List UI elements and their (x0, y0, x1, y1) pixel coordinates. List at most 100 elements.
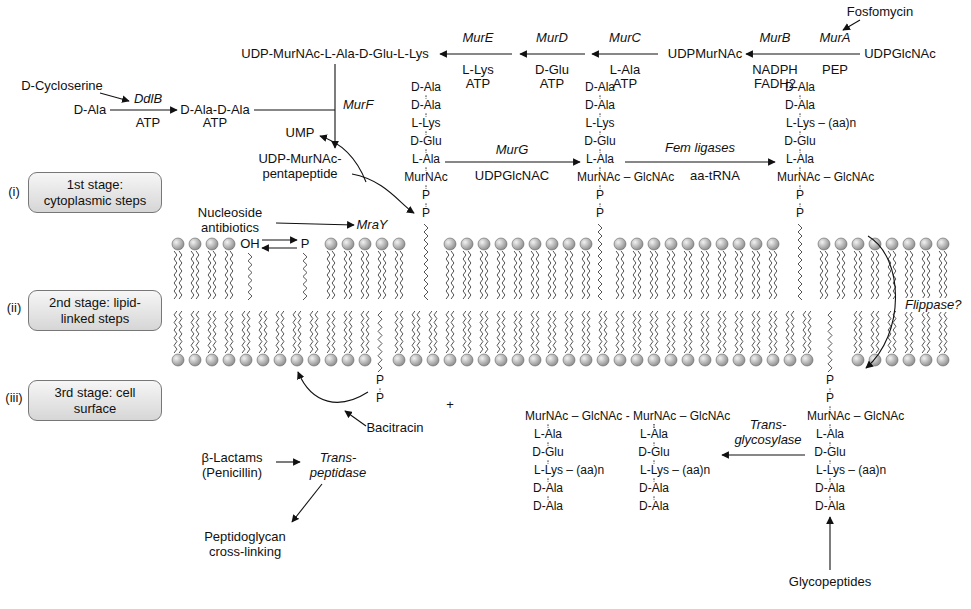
lipid-tail (332, 311, 335, 353)
lipid-tail (570, 311, 573, 353)
lipid-head (274, 354, 286, 366)
residue-label: P (596, 189, 604, 203)
lipid-tail (672, 251, 675, 299)
molecule-label: Peptidoglycan cross-linking (193, 530, 298, 560)
lipid-head (886, 238, 898, 250)
lipid-tail (179, 311, 182, 353)
molecule-label: ATP (540, 77, 564, 92)
residue-label: D-Glu (584, 135, 615, 149)
residue-label: D-Glu (638, 446, 669, 460)
lipid-tail (740, 311, 743, 353)
lipid-head (682, 354, 694, 366)
lipid-head (393, 238, 405, 250)
residue-label: D-Ala (585, 99, 615, 113)
lipid-tail (548, 311, 551, 353)
lipid-head (223, 238, 235, 250)
lipid-tail (378, 311, 382, 372)
molecule-label: PEP (822, 63, 848, 78)
residue-label: L-Lys – (aa)n (816, 464, 886, 478)
lipid-tail (706, 311, 709, 353)
lipid-tail (638, 251, 641, 299)
lipid-tail (905, 251, 908, 299)
lipid-tail (922, 311, 925, 353)
lipid-bilayer (172, 224, 949, 372)
lipid-tail (366, 311, 369, 353)
lipid-tail (854, 251, 857, 299)
residue-label: MurNAc (404, 171, 447, 185)
lipid-head (512, 354, 524, 366)
residue-label: D-Ala (815, 500, 845, 514)
lipid-tail (349, 251, 352, 299)
molecule-label: D-Glu (535, 63, 569, 78)
lipid-tail (621, 311, 624, 353)
lipid-tail (276, 311, 279, 353)
lipid-tail (485, 251, 488, 299)
lipid-head (699, 238, 711, 250)
lipid-tail (565, 311, 568, 353)
lipid-tail (502, 311, 505, 353)
lipid-tail (798, 224, 802, 300)
stage-box: 1st stage: cytoplasmic steps (28, 172, 162, 213)
lipid-tail (497, 311, 500, 353)
lipid-tail (791, 311, 794, 353)
antibiotic-label: Nucleoside antibiotics (188, 206, 273, 236)
lipid-tail (684, 251, 687, 299)
lipid-head (359, 354, 371, 366)
lipid-head (818, 238, 830, 250)
recycle-arrow (298, 372, 368, 402)
residue-label: D-Glu (784, 135, 815, 149)
lipid-head (189, 238, 201, 250)
lipid-head (750, 238, 762, 250)
molecule-label: P (301, 237, 310, 252)
residue-label: L-Lys – (aa)n (534, 464, 604, 478)
lipid-tail (248, 253, 252, 300)
lipid-tail (927, 311, 930, 353)
stage-box: 3rd stage: cell surface (28, 380, 162, 421)
lipid-head (716, 354, 728, 366)
lipid-head (733, 238, 745, 250)
lipid-tail (531, 311, 534, 353)
enzyme-label: MurE (462, 31, 493, 46)
lipid-tail (582, 251, 585, 299)
lipid-tail (531, 251, 534, 299)
reaction-arrow (110, 109, 177, 110)
lipid-tail (808, 311, 811, 353)
lipid-tail (225, 251, 228, 299)
lipid-tail (553, 311, 556, 353)
lipid-head (376, 238, 388, 250)
lipid-head (614, 238, 626, 250)
lipid-tail (922, 251, 925, 299)
lipid-tail (310, 311, 313, 353)
molecule-label: ATP (203, 116, 227, 131)
enzyme-label: Flippase? (903, 298, 963, 313)
molecule-label: ATP (466, 77, 490, 92)
lipid-tail (706, 251, 709, 299)
residue-label: D-Glu (814, 446, 845, 460)
lipid-tail (723, 311, 726, 353)
lipid-tail (497, 251, 500, 299)
lipid-tail (774, 311, 777, 353)
lipid-tail (463, 311, 466, 353)
residue-label: P (796, 189, 804, 203)
lipid-head (393, 354, 405, 366)
lipid-tail (735, 311, 738, 353)
residue-label: P (376, 374, 384, 388)
lipid-tail (633, 311, 636, 353)
lipid-tail (446, 311, 449, 353)
lipid-tail (944, 251, 947, 299)
lipid-tail (293, 311, 296, 353)
lipid-tail (281, 311, 284, 353)
lipid-tail (888, 251, 891, 299)
lipid-head (495, 354, 507, 366)
lipid-head (614, 354, 626, 366)
lipid-tail (786, 311, 789, 353)
lipid-tail (191, 311, 194, 353)
lipid-tail (480, 251, 483, 299)
lipid-tail (502, 251, 505, 299)
molecule-label: aa-tRNA (690, 169, 740, 184)
lipid-tail (208, 311, 211, 353)
lipid-tail (633, 251, 636, 299)
lipid-tail (191, 251, 194, 299)
molecule-label: UDPGlcNAc (864, 47, 936, 62)
molecule-label: UDPGlcNAC (475, 169, 549, 184)
